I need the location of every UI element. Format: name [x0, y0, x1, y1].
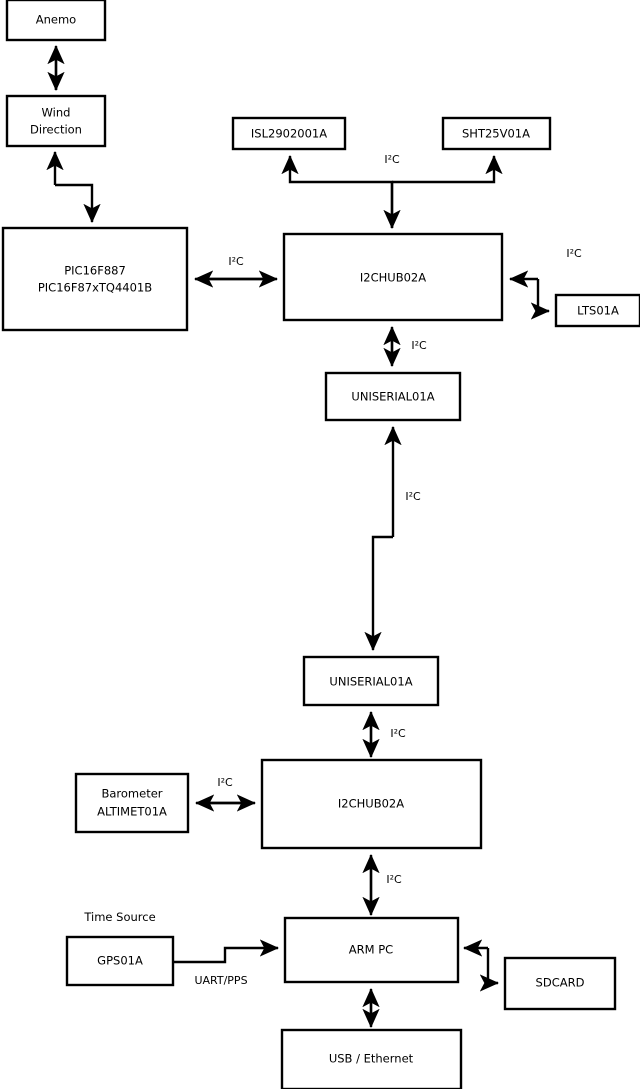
- node-usb-ethernet[interactable]: USB / Ethernet: [280, 1028, 463, 1089]
- node-wind-direction-label-line2: Direction: [30, 123, 82, 137]
- node-lts01a-label: LTS01A: [577, 304, 619, 318]
- node-uniserial01a-lower[interactable]: UNISERIAL01A: [302, 655, 440, 707]
- node-gps01a[interactable]: GPS01A: [65, 935, 175, 987]
- node-sdcard[interactable]: SDCARD: [503, 956, 617, 1011]
- node-anemo[interactable]: Anemo: [5, 0, 107, 42]
- node-sdcard-label: SDCARD: [536, 976, 585, 990]
- node-uniserial01a-upper[interactable]: UNISERIAL01A: [324, 371, 462, 422]
- time-source-label: Time Source: [83, 910, 155, 924]
- edge-label-hub-lts: I²C: [566, 247, 582, 260]
- node-pic-label-line1: PIC16F887: [64, 264, 126, 278]
- node-barometer[interactable]: Barometer ALTIMET01A: [74, 772, 190, 834]
- connection-pic-wind-direction: [46, 151, 101, 223]
- edge-label-barometer-hub2: I²C: [217, 776, 233, 789]
- edge-label-pic-hub: I²C: [228, 255, 244, 268]
- edge-label-hub2-armpc: I²C: [386, 873, 402, 886]
- connection-uniserial-upper-to-lower: [364, 426, 402, 651]
- node-barometer-label-line1: Barometer: [101, 787, 162, 801]
- node-wind-direction-label-line1: Wind: [42, 106, 71, 120]
- node-anemo-label: Anemo: [36, 13, 76, 27]
- edge-label-gps-armpc: UART/PPS: [194, 974, 247, 987]
- node-barometer-label-line2: ALTIMET01A: [97, 805, 167, 819]
- node-uniserial01a-lower-label: UNISERIAL01A: [329, 675, 412, 689]
- node-i2chub02a-bottom[interactable]: I2CHUB02A: [260, 758, 483, 850]
- node-arm-pc[interactable]: ARM PC: [283, 916, 460, 984]
- edge-label-uniserial-uniserial: I²C: [405, 490, 421, 503]
- node-uniserial01a-upper-label: UNISERIAL01A: [351, 390, 434, 404]
- connection-hub-to-lts: [509, 270, 550, 320]
- connection-hub-to-isl-sht-bus: [281, 155, 503, 229]
- edge-label-hub-uniserial: I²C: [411, 339, 427, 352]
- connection-gps-to-armpc: [173, 939, 279, 964]
- edge-label-isl-sht-bus: I²C: [384, 153, 400, 166]
- node-sht25v01a-label: SHT25V01A: [462, 127, 530, 141]
- edge-label-uniserial-hub2: I²C: [390, 727, 406, 740]
- node-sht25v01a[interactable]: SHT25V01A: [441, 116, 552, 151]
- node-isl2902001a-label: ISL2902001A: [251, 127, 327, 141]
- node-i2chub02a-top-label: I2CHUB02A: [360, 271, 426, 285]
- node-gps01a-label: GPS01A: [97, 954, 143, 968]
- node-arm-pc-label: ARM PC: [349, 943, 393, 957]
- node-i2chub02a-top[interactable]: I2CHUB02A: [282, 232, 504, 322]
- node-lts01a[interactable]: LTS01A: [554, 293, 640, 328]
- node-pic-label-line2: PIC16F87xTQ4401B: [38, 281, 152, 295]
- node-i2chub02a-bottom-label: I2CHUB02A: [338, 797, 404, 811]
- node-isl2902001a[interactable]: ISL2902001A: [231, 116, 347, 151]
- node-usb-ethernet-label: USB / Ethernet: [329, 1052, 414, 1066]
- node-wind-direction[interactable]: Wind Direction: [5, 94, 107, 148]
- node-pic-microcontroller[interactable]: PIC16F887 PIC16F87xTQ4401B: [1, 226, 189, 332]
- connection-armpc-to-sdcard: [463, 939, 499, 992]
